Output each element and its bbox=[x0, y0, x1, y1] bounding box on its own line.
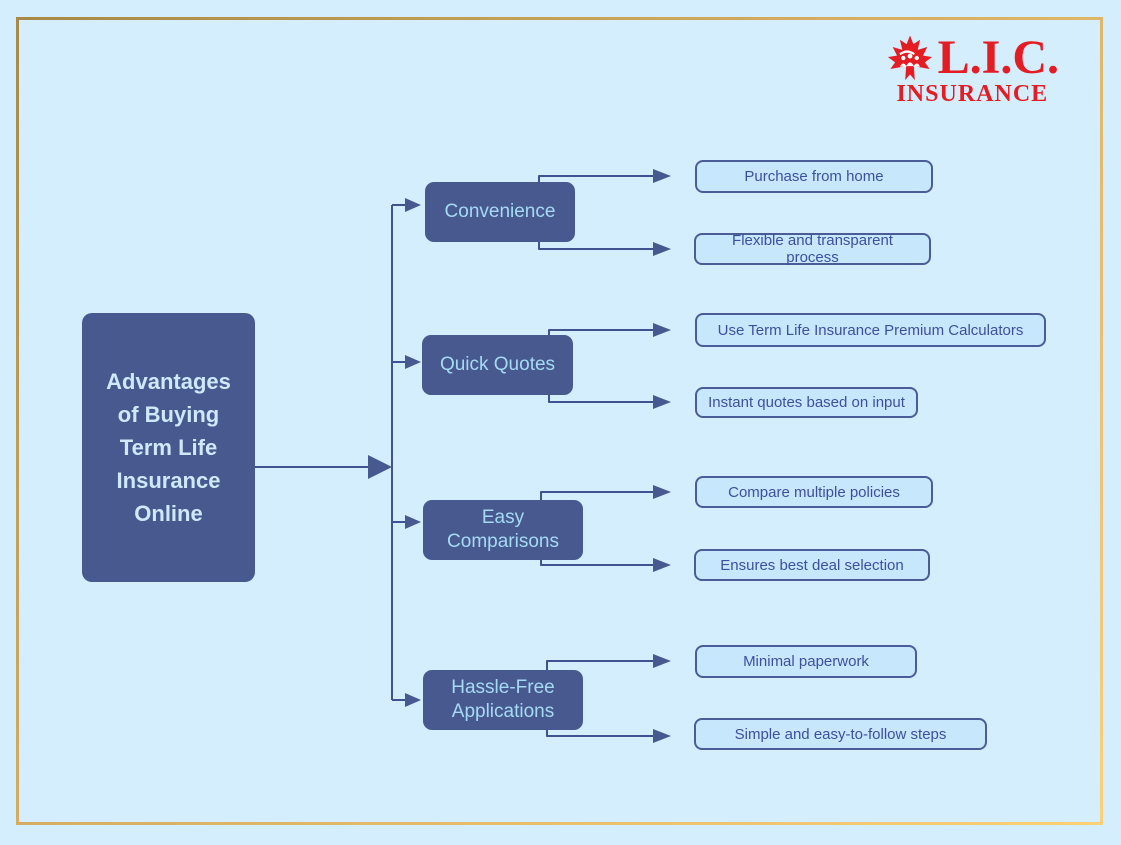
branch-label: Hassle-Free Applications bbox=[451, 677, 555, 722]
leaf-node-best-deal-selection: Ensures best deal selection bbox=[694, 549, 930, 581]
leaf-node-minimal-paperwork: Minimal paperwork bbox=[695, 645, 917, 678]
leaf-node-easy-steps: Simple and easy-to-follow steps bbox=[694, 718, 987, 750]
root-node-label: Advantages of Buying Term Life Insurance… bbox=[106, 369, 231, 526]
branch-node-hassle-free-applications: Hassle-Free Applications bbox=[423, 670, 583, 730]
root-node: Advantages of Buying Term Life Insurance… bbox=[82, 313, 255, 582]
branch-node-convenience: Convenience bbox=[425, 182, 575, 242]
leaf-node-instant-quotes: Instant quotes based on input bbox=[695, 387, 918, 418]
leaf-node-premium-calculators: Use Term Life Insurance Premium Calculat… bbox=[695, 313, 1046, 347]
brand-name: L.I.C. bbox=[937, 31, 1059, 84]
leaf-node-purchase-from-home: Purchase from home bbox=[695, 160, 933, 193]
maple-leaf-icon bbox=[886, 34, 934, 82]
branch-label: Easy Comparisons bbox=[447, 507, 559, 552]
branch-label: Convenience bbox=[444, 201, 556, 222]
brand-logo: L.I.C. INSURANCE bbox=[886, 34, 1059, 106]
leaf-node-compare-policies: Compare multiple policies bbox=[695, 476, 933, 508]
branch-label: Quick Quotes bbox=[439, 354, 556, 375]
arrowheads bbox=[368, 169, 671, 743]
branch-node-easy-comparisons: Easy Comparisons bbox=[423, 500, 583, 560]
leaf-node-flexible-transparent-process: Flexible and transparent process bbox=[694, 232, 931, 266]
brand-subtitle: INSURANCE bbox=[896, 81, 1049, 107]
branch-node-quick-quotes: Quick Quotes bbox=[422, 335, 573, 395]
